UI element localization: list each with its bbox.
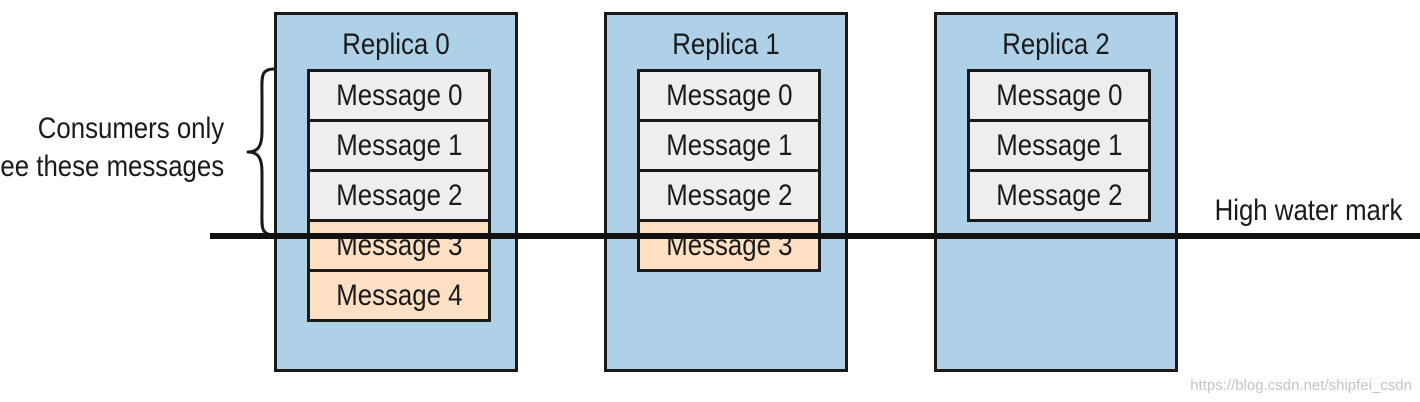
message-label: Message 0 [335,78,463,112]
curly-brace-icon [246,67,276,237]
replica-title: Replica 2 [1002,28,1110,61]
replica-title: Replica 1 [672,28,780,61]
message-box: Message 4 [307,269,491,322]
message-stack: Message 0 Message 1 Message 2 [967,69,1151,222]
message-box: Message 0 [637,69,821,122]
message-label: Message 2 [665,178,793,212]
message-stack: Message 0 Message 1 Message 2 Message 3 … [307,69,491,322]
replica-1: Replica 1 Message 0 Message 1 Message 2 … [604,12,848,372]
message-box: Message 2 [307,169,491,222]
replica-2: Replica 2 Message 0 Message 1 Message 2 [934,12,1178,372]
high-water-mark-label: High water mark [1214,194,1402,227]
message-label: Message 0 [995,78,1123,112]
replica-title: Replica 0 [342,28,450,61]
consumer-note-line-1: Consumers only [37,112,224,145]
message-box: Message 0 [967,69,1151,122]
message-label: Message 0 [665,78,793,112]
message-box: Message 1 [637,119,821,172]
consumer-note: Consumers only see these messages [0,110,224,186]
message-label: Message 2 [335,178,463,212]
message-box: Message 1 [967,119,1151,172]
message-label: Message 1 [665,128,793,162]
replica-0: Replica 0 Message 0 Message 1 Message 2 … [274,12,518,372]
message-label: Message 4 [335,278,463,312]
message-stack: Message 0 Message 1 Message 2 Message 3 [637,69,821,272]
message-box: Message 1 [307,119,491,172]
message-box: Message 2 [967,169,1151,222]
message-label: Message 2 [995,178,1123,212]
consumer-note-line-2: see these messages [0,150,224,183]
message-label: Message 1 [995,128,1123,162]
message-box: Message 3 [307,219,491,272]
message-box: Message 3 [637,219,821,272]
high-water-mark-line [210,233,1420,239]
watermark-text: https://blog.csdn.net/shipfei_csdn [1190,377,1412,394]
message-box: Message 2 [637,169,821,222]
message-box: Message 0 [307,69,491,122]
message-label: Message 1 [335,128,463,162]
